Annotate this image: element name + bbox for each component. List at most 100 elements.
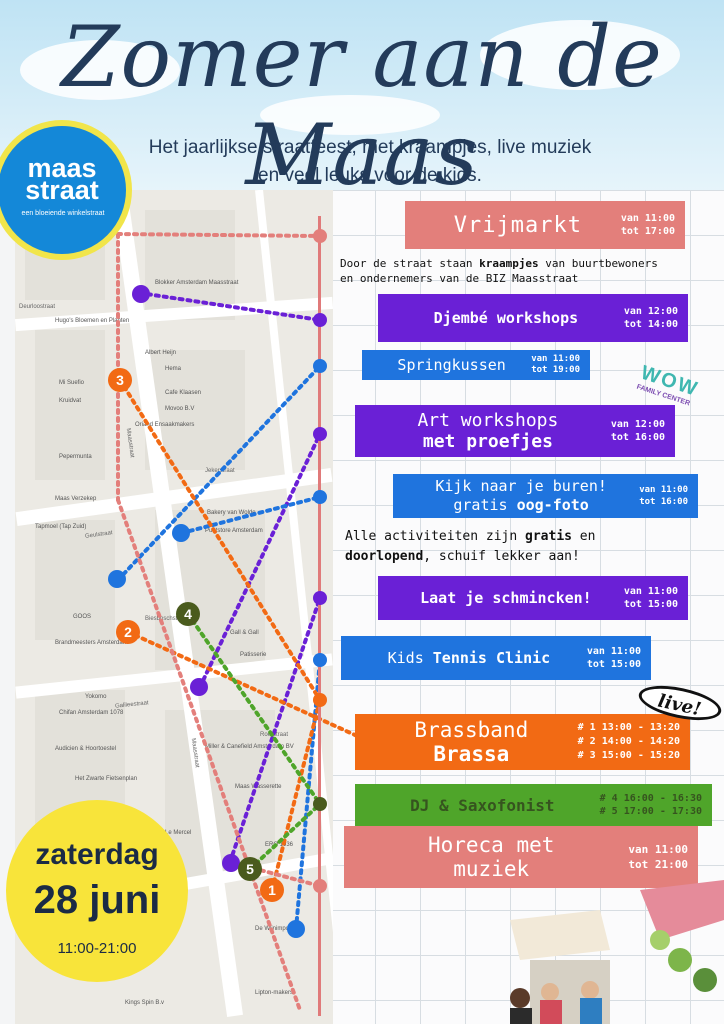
map-place: Chifan Amsterdam 1078 xyxy=(59,710,124,716)
timeline-node xyxy=(313,490,327,504)
event-title-line: Kids xyxy=(387,648,433,667)
event-time: van 11:00 tot 15:00 xyxy=(623,586,678,610)
event-title-bold: Tennis Clinic xyxy=(432,648,551,667)
note-text: van buurtbewoners xyxy=(538,257,658,270)
route-line-oogfoto xyxy=(180,495,322,535)
event-time: # 1 13:00 - 13:20 # 2 14:00 - 14:20 # 3 … xyxy=(577,722,680,761)
stage-marker: 5 xyxy=(238,857,262,881)
event-time: # 4 16:00 - 16:30 # 5 17:00 - 17:30 xyxy=(599,793,702,817)
map-place: Bakery van Wolde xyxy=(207,510,256,516)
event-title-line: Horeca met xyxy=(427,833,555,857)
map-place: Tapmoel (Tap Zuid) xyxy=(35,524,87,530)
stage-marker: 2 xyxy=(116,620,140,644)
note-text-bold: kraampjes xyxy=(479,257,539,270)
maasstraat-logo: maas straat een bloeiende winkelstraat xyxy=(0,120,132,260)
map-place: Pepermunta xyxy=(59,454,92,460)
event-title-line: Kijk naar je buren! xyxy=(435,477,607,495)
cloud xyxy=(480,20,680,90)
date-day: zaterdag xyxy=(35,838,159,871)
note-text-bold: doorlopend xyxy=(345,549,424,564)
map-place: De Wijnimport xyxy=(255,926,293,932)
event-title-line: Art workshops xyxy=(417,410,559,431)
map-place: Patisserie xyxy=(240,652,267,658)
map-place: Yokomo xyxy=(85,694,107,700)
event-springkussen: Springkussen van 11:00 tot 19:00 xyxy=(362,350,590,380)
timeline-node xyxy=(313,879,327,893)
event-title-line: muziek xyxy=(453,857,530,881)
timeline-spine xyxy=(318,216,321,1016)
map-place: Kruidvat xyxy=(59,398,82,404)
event-title: Springkussen xyxy=(397,355,506,374)
map-pin xyxy=(172,524,190,542)
timeline-node xyxy=(313,427,327,441)
map-place: Gall & Gall xyxy=(230,630,259,636)
map-place: Brandmeesters Amsterdam xyxy=(55,640,128,646)
map-place: Het Zwarte Fietsenplan xyxy=(75,776,138,782)
timeline-node xyxy=(313,653,327,667)
street-label: Deurloostraat xyxy=(19,304,56,310)
map-place: GOOS xyxy=(73,614,92,620)
map-place: Kings Spin B.v xyxy=(125,1000,165,1006)
note-text-bold: gratis xyxy=(525,529,572,544)
route-line-vrijmarkt xyxy=(116,232,322,238)
logo-tagline: een bloeiende winkelstraat xyxy=(21,210,105,217)
date-hours: 11:00-21:00 xyxy=(57,940,137,957)
map-place: ERO 1936 xyxy=(265,842,294,848)
note-text: Door de straat staan xyxy=(340,257,480,270)
map-pin xyxy=(108,570,126,588)
subtitle-line: en veel leuks voor de kids. xyxy=(258,165,482,186)
map-place: Movoo B.V xyxy=(165,406,195,412)
route-line-dj xyxy=(248,802,322,871)
event-title-line: met proefjes xyxy=(422,431,553,452)
note-text: , schuif lekker aan! xyxy=(423,549,580,564)
event-time: van 11:00 tot 16:00 xyxy=(639,485,688,507)
route-line-djembe xyxy=(138,291,322,322)
map-place: Lipton-makers xyxy=(255,990,294,996)
logo-text: maas xyxy=(27,153,97,183)
note-text: en ondernemers van de BIZ Maasstraat xyxy=(340,272,579,285)
map-place: Audicien & Hoortoestel xyxy=(55,746,117,752)
street-label: Jekerstraat xyxy=(205,468,235,474)
event-title: Kijk naar je buren! gratis oog-foto xyxy=(403,477,639,515)
note-text: Alle activiteiten zijn xyxy=(345,529,526,544)
event-brassband: Brassband Brassa # 1 13:00 - 13:20 # 2 1… xyxy=(355,714,690,770)
event-title-line: gratis xyxy=(453,496,517,514)
street-scene-illustration xyxy=(510,880,724,1024)
event-title: Horeca met muziek xyxy=(354,833,628,881)
event-schmincken: Laat je schmincken! van 11:00 tot 15:00 xyxy=(378,576,688,620)
route-line-horeca xyxy=(116,498,302,1012)
subtitle-line: Het jaarlijkse straatfeest, met kraampje… xyxy=(148,137,592,158)
event-title: Djembé workshops xyxy=(433,308,579,327)
map-pin xyxy=(190,678,208,696)
timeline-node xyxy=(313,591,327,605)
map-pin xyxy=(287,920,305,938)
event-vrijmarkt: Vrijmarkt van 11:00 tot 17:00 xyxy=(405,201,685,249)
event-art-workshops: Art workshops met proefjes van 12:00 tot… xyxy=(355,405,675,457)
timeline-node xyxy=(313,693,327,707)
map-place: Miller & Canefield Amsterdam BV xyxy=(205,744,294,750)
timeline-node xyxy=(313,359,327,373)
map-place: Hema xyxy=(165,366,182,372)
route-line-brassband xyxy=(270,698,322,892)
map-place: Le Mercel xyxy=(165,830,192,836)
map-place: Cafe Klaasen xyxy=(165,390,202,396)
stage-marker: 4 xyxy=(176,602,200,626)
route-line-art xyxy=(198,432,322,689)
timeline-node xyxy=(313,229,327,243)
timeline-node xyxy=(313,313,327,327)
street-label: Biesboschstraat xyxy=(145,616,188,622)
stage-marker: 3 xyxy=(108,368,132,392)
route-line-springkussen xyxy=(116,364,322,582)
map-place: Hugo's Bloemen en Planten xyxy=(55,318,130,324)
map-place: Mi Suefio xyxy=(59,380,85,386)
event-title: Kids Tennis Clinic xyxy=(351,648,587,669)
event-title-bold: oog-foto xyxy=(516,496,589,514)
event-time: van 11:00 tot 15:00 xyxy=(586,646,641,670)
map-pin xyxy=(222,854,240,872)
note-kraampjes: Door de straat staan kraampjes van buurt… xyxy=(340,256,658,286)
route-line-dj xyxy=(186,612,322,806)
map-place: Puntstore Amsterdam xyxy=(205,528,263,534)
event-title: Brassband Brassa xyxy=(365,718,578,766)
logo-text: straat xyxy=(25,175,99,205)
